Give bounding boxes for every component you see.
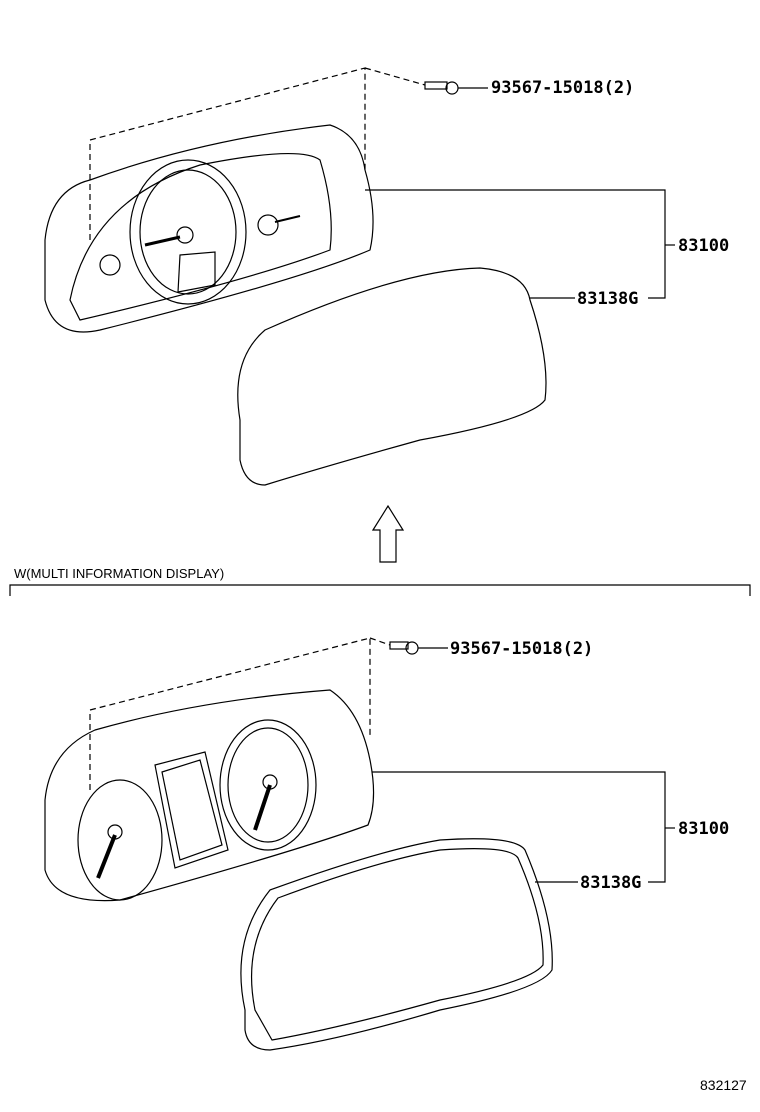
top-dashed-guide bbox=[89, 67, 426, 240]
section-bracket bbox=[9, 584, 751, 596]
bottom-meter-assembly bbox=[44, 689, 375, 902]
bottom-dashed-guide bbox=[89, 637, 391, 790]
top-bolt-icon bbox=[424, 81, 459, 95]
top-bolt-part-number: 93567-15018(2) bbox=[491, 78, 635, 98]
bottom-meter-glass bbox=[240, 838, 553, 1051]
top-meter-glass bbox=[237, 267, 547, 486]
top-meter-assy-part-number: 83100 bbox=[678, 236, 730, 256]
section-title: W(MULTI INFORMATION DISPLAY) bbox=[14, 566, 225, 581]
bottom-bolt-part-number: 93567-15018(2) bbox=[450, 639, 594, 659]
bottom-callout-lines bbox=[372, 771, 675, 883]
top-meter-assembly bbox=[44, 124, 374, 333]
illustration-code: 832127 bbox=[700, 1077, 747, 1093]
bottom-meter-assy-part-number: 83100 bbox=[678, 819, 730, 839]
bottom-glass-part-number: 83138G bbox=[580, 873, 642, 893]
bottom-bolt-icon bbox=[389, 641, 419, 655]
up-arrow-icon bbox=[371, 504, 405, 563]
top-glass-part-number: 83138G bbox=[577, 289, 639, 309]
top-callout-lines bbox=[365, 189, 675, 299]
